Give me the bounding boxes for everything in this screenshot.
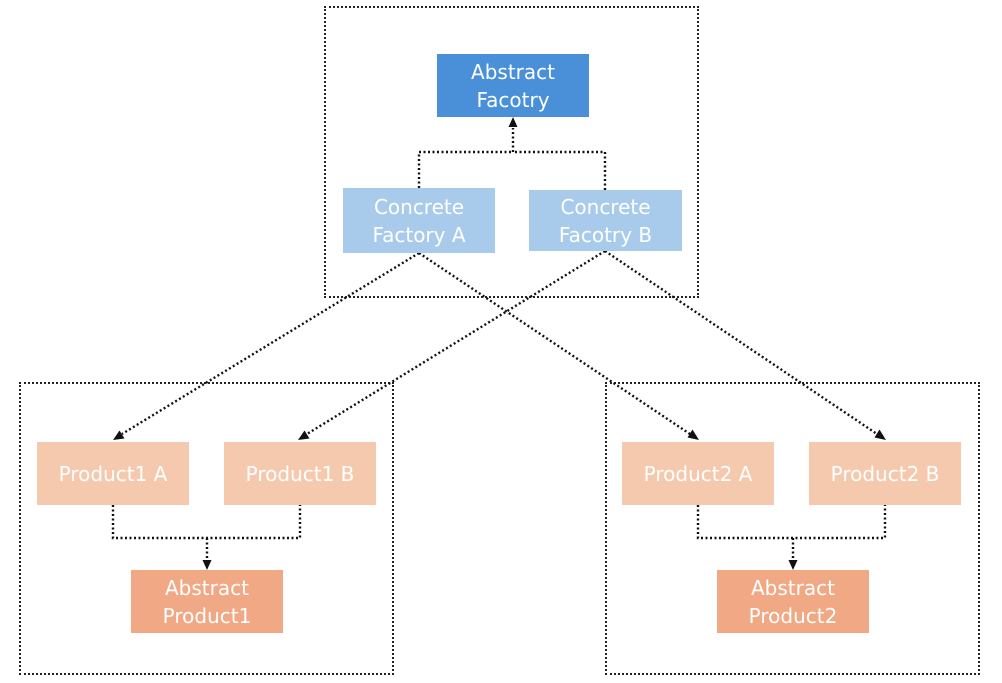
product2-a-node: Product2 A — [622, 442, 774, 505]
product2-b-node: Product2 B — [809, 442, 961, 505]
concrete-factory-a-node: Concrete Factory A — [343, 188, 495, 253]
abstract-factory-node: Abstract Facotry — [437, 54, 589, 117]
factory-group-frame — [324, 6, 699, 298]
abstract-product1-node: Abstract Product1 — [131, 570, 283, 633]
concrete-factory-b-node: Concrete Facotry B — [529, 190, 682, 251]
product1-b-node: Product1 B — [224, 442, 376, 505]
product1-a-node: Product1 A — [37, 442, 189, 505]
abstract-product2-node: Abstract Product2 — [717, 570, 869, 633]
